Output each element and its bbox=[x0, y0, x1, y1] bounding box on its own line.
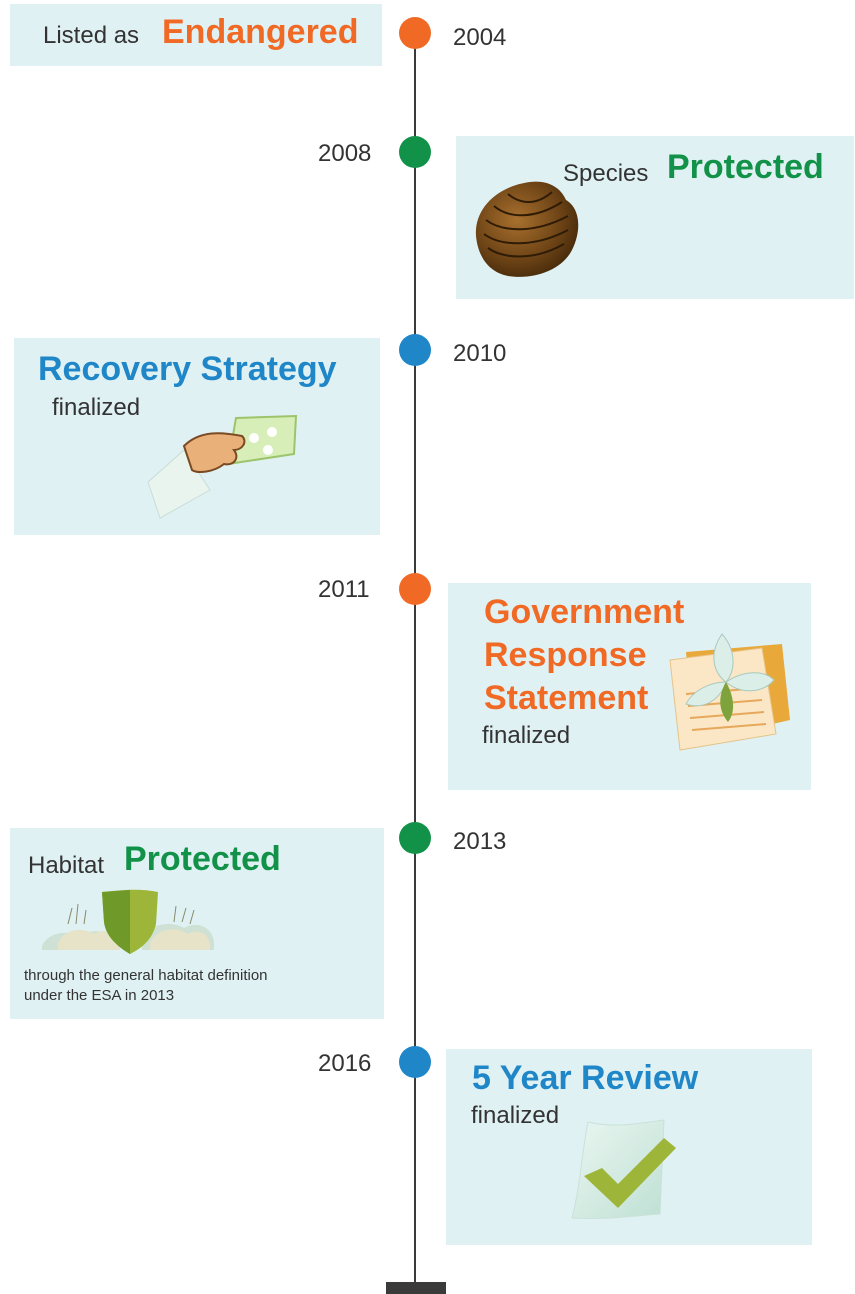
event-highlight-2016: 5 Year Review bbox=[472, 1059, 699, 1097]
year-label-2013: 2013 bbox=[453, 828, 507, 855]
event-prefix-2008: Species bbox=[563, 160, 649, 187]
event-suffix-2010: finalized bbox=[52, 394, 141, 421]
event-suffix-2016: finalized bbox=[471, 1102, 560, 1129]
checkmark-document-icon bbox=[571, 1119, 676, 1220]
timeline-axis bbox=[414, 30, 416, 1282]
year-label-2011: 2011 bbox=[318, 576, 370, 603]
timeline-dot-2010 bbox=[399, 334, 431, 366]
event-highlight-line-2-2011: Response bbox=[484, 636, 647, 674]
event-highlight-2004: Endangered bbox=[162, 13, 359, 51]
event-prefix-2013: Habitat bbox=[28, 852, 105, 879]
event-highlight-2010: Recovery Strategy bbox=[38, 350, 337, 388]
document-with-plant-icon bbox=[669, 633, 790, 751]
timeline-dot-2016 bbox=[399, 1046, 431, 1078]
event-highlight-line-1-2011: Government bbox=[484, 593, 685, 631]
event-highlight-2008: Protected bbox=[667, 148, 824, 186]
event-note-line-1-2013: through the general habitat definition bbox=[24, 967, 268, 984]
timeline-dot-2011 bbox=[399, 573, 431, 605]
mussel-shell-icon bbox=[475, 181, 579, 277]
timeline-base bbox=[386, 1282, 446, 1294]
event-highlight-line-3-2011: Statement bbox=[484, 679, 649, 717]
event-box-2013 bbox=[10, 828, 384, 1019]
event-box-2004 bbox=[10, 4, 382, 66]
timeline-dot-2013 bbox=[399, 822, 431, 854]
year-label-2010: 2010 bbox=[453, 340, 507, 367]
event-note-line-2-2013: under the ESA in 2013 bbox=[24, 987, 175, 1004]
year-label-2008: 2008 bbox=[318, 140, 372, 167]
year-label-2016: 2016 bbox=[318, 1050, 372, 1077]
event-suffix-2011: finalized bbox=[482, 722, 571, 749]
year-label-2004: 2004 bbox=[453, 24, 507, 51]
hand-holding-document-icon bbox=[147, 414, 298, 519]
event-highlight-2013: Protected bbox=[124, 840, 281, 878]
timeline-dot-2008 bbox=[399, 136, 431, 168]
habitat-shield-icon bbox=[42, 889, 214, 954]
event-prefix-2004: Listed as bbox=[43, 22, 140, 49]
timeline-dot-2004 bbox=[399, 17, 431, 49]
